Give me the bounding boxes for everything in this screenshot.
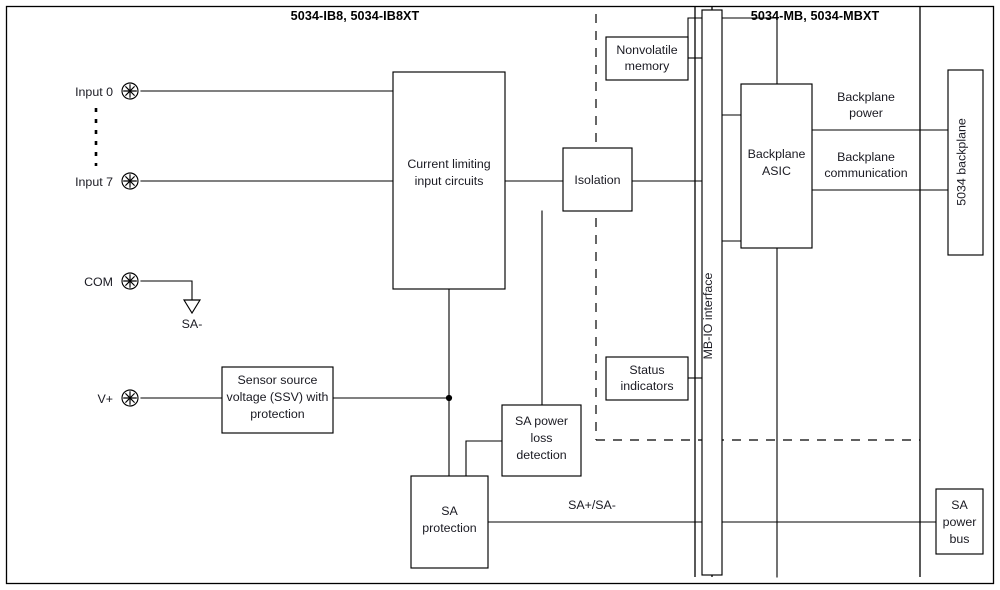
sa-pair-label: SA+/SA-	[568, 498, 616, 512]
block-sa-power-bus[interactable]: SA power bus	[935, 488, 984, 555]
nvm-line1: Nonvolatile	[616, 43, 677, 57]
block-current-limiting-input-circuits[interactable]: Current limiting input circuits	[392, 71, 506, 290]
sa-minus-label: SA-	[182, 317, 203, 331]
asic-line2: ASIC	[762, 164, 791, 178]
ssv-line2: voltage (SSV) with	[227, 390, 329, 404]
sa-power-bus-line1: SA	[951, 498, 968, 512]
wire-mbio-top-to-asic	[721, 17, 778, 85]
status-line1: Status	[629, 363, 664, 377]
current-limiting-line2: input circuits	[415, 174, 484, 188]
terminal-input-7[interactable]: Input 7	[75, 172, 139, 190]
left-module-title: 5034-IB8, 5034-IB8XT	[291, 9, 420, 23]
block-mb-io-interface[interactable]: MB-IO interface	[701, 9, 723, 576]
wire-sa-power-loss-to-sa-protection	[465, 440, 503, 477]
terminal-label-input-7: Input 7	[75, 175, 113, 189]
terminal-label-com: COM	[84, 275, 113, 289]
block-nonvolatile-memory[interactable]: Nonvolatile memory	[605, 36, 689, 81]
sa-protection-line2: protection	[422, 521, 477, 535]
block-sensor-source-voltage[interactable]: Sensor source voltage (SSV) with protect…	[221, 366, 334, 434]
block-sa-power-loss-detection[interactable]: SA power loss detection	[501, 404, 582, 477]
wire-com-to-sa-minus	[140, 280, 193, 301]
backplane-comm-label-line2: communication	[824, 166, 907, 180]
asic-line1: Backplane	[748, 147, 806, 161]
right-module-title: 5034-MB, 5034-MBXT	[751, 9, 880, 23]
ssv-line1: Sensor source	[238, 373, 318, 387]
block-status-indicators[interactable]: Status indicators	[605, 356, 689, 401]
terminal-vplus[interactable]: V+	[97, 389, 139, 407]
junction-dot-ssv	[445, 394, 453, 402]
status-line2: indicators	[620, 379, 673, 393]
backplane-label: 5034 backplane	[955, 118, 969, 206]
screw-terminal-icon	[121, 172, 139, 190]
sa-protection-line1: SA	[441, 504, 458, 518]
mb-io-interface-label: MB-IO interface	[701, 273, 715, 360]
backplane-power-label-line1: Backplane	[837, 90, 895, 104]
screw-terminal-icon	[121, 389, 139, 407]
sa-power-loss-line1: SA power	[515, 414, 568, 428]
block-sa-protection[interactable]: SA protection	[410, 475, 489, 569]
boundary-notch-bottom	[696, 574, 711, 578]
screw-terminal-icon	[121, 82, 139, 100]
sa-power-loss-line3: detection	[516, 448, 566, 462]
sa-minus-triangle-icon	[182, 299, 202, 315]
sa-power-bus-line3: bus	[950, 532, 970, 546]
block-isolation[interactable]: Isolation	[562, 147, 633, 212]
block-backplane-asic[interactable]: Backplane ASIC	[740, 83, 813, 249]
outer-frame	[5, 5, 995, 585]
terminal-label-input-0: Input 0	[75, 85, 113, 99]
nvm-line2: memory	[625, 59, 671, 73]
block-5034-backplane[interactable]: 5034 backplane	[947, 69, 984, 256]
screw-terminal-icon	[121, 272, 139, 290]
current-limiting-line1: Current limiting	[407, 157, 490, 171]
ssv-line3: protection	[250, 407, 305, 421]
backplane-power-label-line2: power	[849, 106, 883, 120]
isolation-line1: Isolation	[574, 173, 620, 187]
terminal-input-0[interactable]: Input 0	[75, 82, 139, 100]
backplane-comm-label-line1: Backplane	[837, 150, 895, 164]
terminal-label-vplus: V+	[97, 392, 113, 406]
terminal-com[interactable]: COM	[84, 272, 139, 290]
sa-power-loss-line2: loss	[530, 431, 552, 445]
sa-power-bus-line2: power	[943, 515, 977, 529]
